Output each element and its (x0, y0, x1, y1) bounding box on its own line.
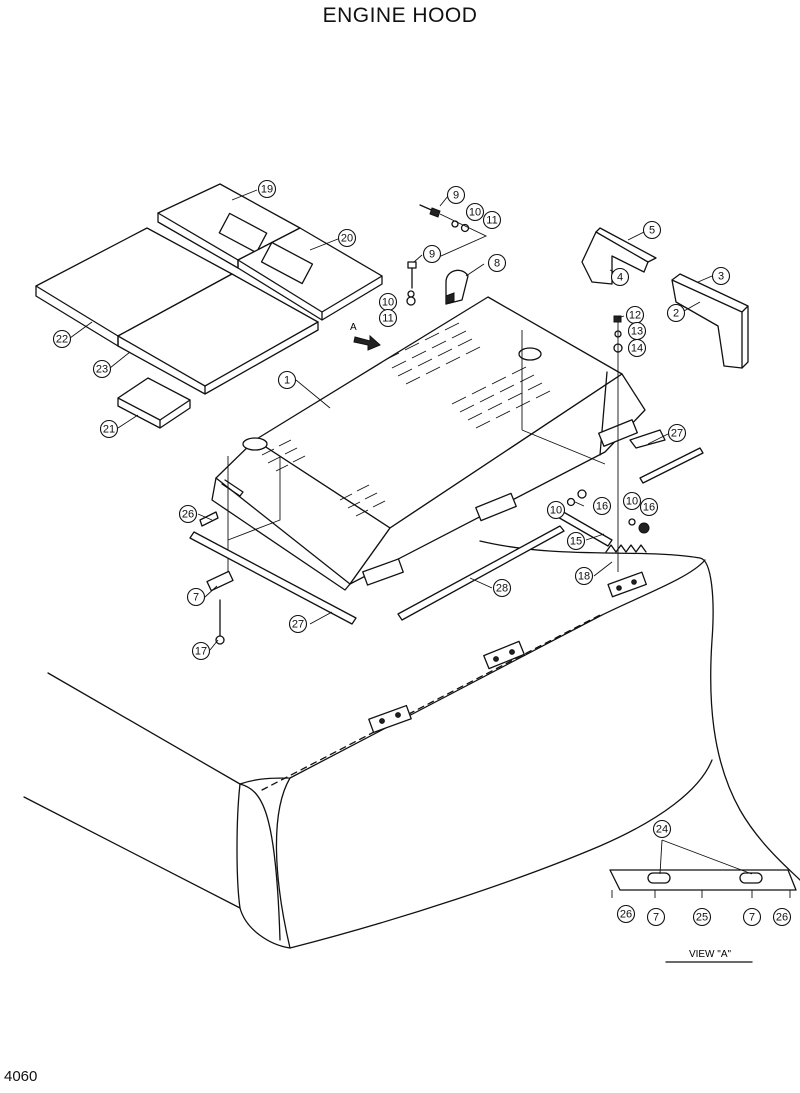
callout-number: 10 (550, 505, 562, 517)
callout-3: 3 (711, 266, 731, 286)
callout-number: 21 (103, 424, 115, 436)
callout-number: 19 (261, 184, 273, 196)
callout-number: 25 (696, 912, 708, 924)
machine-body (23, 540, 800, 949)
callout-18: 18 (574, 566, 594, 586)
callout-20: 20 (337, 228, 357, 248)
callout-28: 28 (492, 578, 512, 598)
callout-16: 16 (592, 496, 612, 516)
page-number: 4060 (4, 1068, 38, 1085)
callout-17: 17 (191, 641, 211, 661)
callout-number: 17 (195, 646, 207, 658)
callout-number: 18 (578, 571, 590, 583)
callout-number: 26 (776, 912, 788, 924)
engine-hood-cover (211, 296, 666, 591)
callout-24: 24 (652, 819, 672, 839)
callout-11: 11 (482, 210, 502, 230)
callout-number: 13 (631, 326, 643, 338)
callout-number: 26 (182, 509, 194, 521)
callout-27: 27 (667, 423, 687, 443)
callout-10: 10 (378, 292, 398, 312)
callout-number: 8 (494, 258, 500, 270)
callout-number: 10 (469, 207, 481, 219)
callout-number: 16 (643, 502, 655, 514)
callout-23: 23 (92, 359, 112, 379)
callout-number: 9 (453, 190, 459, 202)
callout-14: 14 (627, 338, 647, 358)
callout-26: 26 (616, 904, 636, 924)
callout-number: 16 (596, 501, 608, 513)
callout-9: 9 (422, 244, 442, 264)
callout-number: 12 (629, 310, 641, 322)
callout-26: 26 (178, 504, 198, 524)
callout-10: 10 (546, 500, 566, 520)
callout-8: 8 (487, 253, 507, 273)
callout-number: 9 (429, 249, 435, 261)
callout-number: 10 (626, 496, 638, 508)
callout-number: 27 (671, 428, 683, 440)
callout-number: 22 (56, 334, 68, 346)
callout-21: 21 (99, 419, 119, 439)
callout-number: 10 (382, 297, 394, 309)
callout-11: 11 (378, 308, 398, 328)
callout-number: 15 (570, 536, 582, 548)
callout-number: 7 (749, 912, 755, 924)
callout-7: 7 (646, 907, 666, 927)
top-panels (35, 183, 383, 429)
callout-26: 26 (772, 907, 792, 927)
callout-labels: 19 20 22 23 21 9 10 11 9 10 11 8 5 4 3 2 12 13 14 1 27 26 10 16… (52, 179, 792, 927)
callout-number: 3 (718, 271, 724, 283)
callout-number: 5 (649, 225, 655, 237)
callout-2: 2 (666, 303, 686, 323)
callout-number: 28 (496, 583, 508, 595)
callout-7: 7 (742, 907, 762, 927)
callout-10: 10 (465, 202, 485, 222)
view-a-label: VIEW "A" (689, 949, 732, 960)
callout-13: 13 (627, 321, 647, 341)
callout-number: 1 (284, 375, 290, 387)
callout-number: 4 (617, 272, 623, 284)
callout-15: 15 (566, 531, 586, 551)
arrow-label: A (350, 322, 357, 333)
callout-number: 20 (341, 233, 353, 245)
callout-7: 7 (186, 587, 206, 607)
callout-number: 7 (653, 912, 659, 924)
view-arrow: A (350, 322, 381, 351)
callout-4: 4 (610, 267, 630, 287)
callout-27: 27 (288, 614, 308, 634)
callout-number: 27 (292, 619, 304, 631)
side-brackets (581, 227, 749, 369)
callout-number: 2 (673, 308, 679, 320)
callout-number: 26 (620, 909, 632, 921)
callout-number: 7 (193, 592, 199, 604)
callout-9: 9 (446, 185, 466, 205)
callout-number: 11 (382, 313, 393, 325)
callout-12: 12 (625, 305, 645, 325)
callout-25: 25 (692, 907, 712, 927)
callout-22: 22 (52, 329, 72, 349)
callout-number: 11 (486, 215, 497, 227)
callout-number: 24 (656, 824, 668, 836)
view-a-inset: VIEW "A" (609, 839, 797, 963)
callout-19: 19 (257, 179, 277, 199)
callout-number: 14 (631, 343, 643, 355)
diagram-title: ENGINE HOOD (322, 4, 478, 27)
callout-16: 16 (639, 497, 659, 517)
callout-10: 10 (622, 491, 642, 511)
callout-1: 1 (277, 370, 297, 390)
callout-5: 5 (642, 220, 662, 240)
callout-number: 23 (96, 364, 108, 376)
fasteners (189, 204, 704, 645)
